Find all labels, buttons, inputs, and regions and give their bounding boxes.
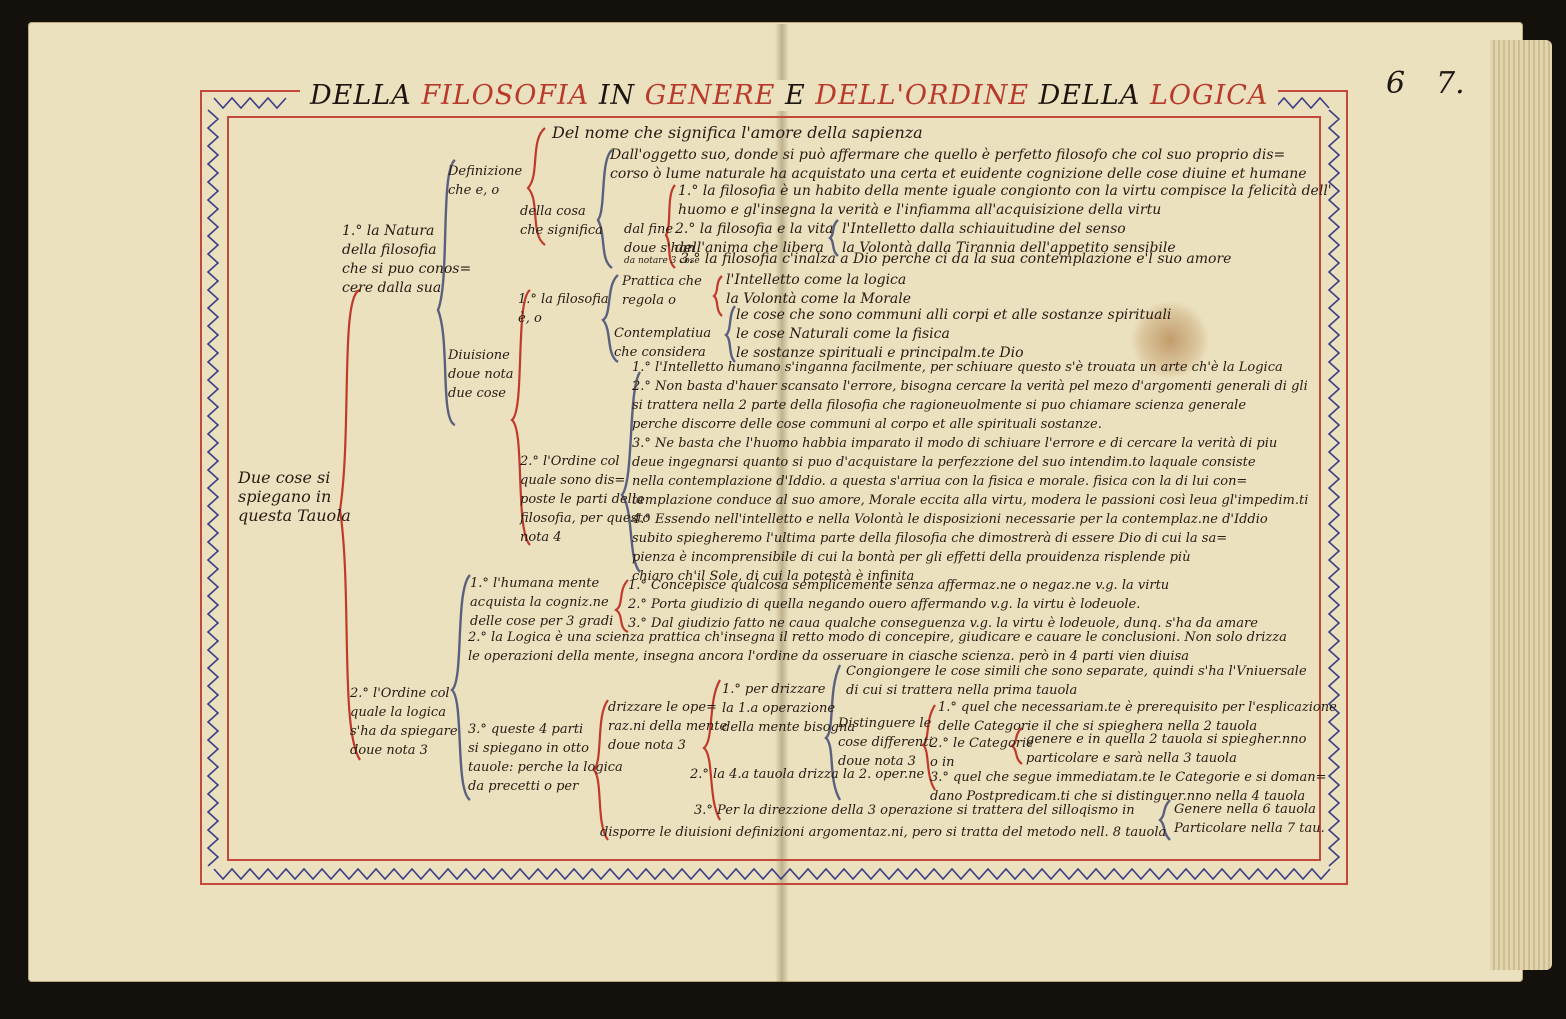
distinguere-brace [921, 704, 936, 791]
page-number-left: 6 [1386, 66, 1406, 101]
water-stain [1130, 300, 1210, 380]
pratica-label: Prattica che regola o [622, 274, 702, 308]
title-word: IN [598, 80, 645, 111]
fine-3: 3.° la filosofia c'inalza a Dio perche c… [680, 251, 1232, 267]
oggetto-text: Dall'oggetto suo, donde si può affermare… [610, 147, 1307, 182]
title-word: LOGICA [1149, 80, 1269, 111]
pratica-items: l'Intelletto come la logica la Volontà c… [726, 272, 911, 307]
divisione-label: Diuisione doue nota due cose [448, 348, 514, 401]
per-drizzare: 1.° per drizzare la 1.a operazione della… [722, 682, 856, 735]
branch1-label: 1.° la Natura della filosofia che si puo… [342, 223, 472, 296]
parti-label: 3.° queste 4 parti si spiegano in otto t… [468, 722, 623, 794]
per-drizzare-brace [824, 664, 842, 801]
distinguere-3: 3.° quel che segue immediatam.te le Cate… [930, 770, 1327, 804]
ordine-label: 2.° l'Ordine col quale sono dis= poste l… [520, 454, 651, 545]
gradi-brace [613, 579, 629, 634]
title-word: E [785, 80, 816, 111]
contemplativa-brace [724, 305, 737, 363]
logica-scienza: 2.° la Logica è una scienza prattica ch'… [468, 630, 1287, 664]
sillogismo-brace [1158, 799, 1171, 841]
root-brace [338, 288, 361, 761]
seconda-operazione: 2.° la 4.a tauola drizza la 2. oper.ne [690, 767, 925, 782]
pratica-brace [712, 275, 723, 317]
filosofia-label: 1.° la filosofia è, o [518, 292, 609, 326]
fine-1: 1.° la filosofia è un habito della mente… [678, 183, 1332, 218]
congiungere-text: Congiongere le cose simili che sono sepa… [846, 664, 1307, 698]
humana-label: 1.° l'humana mente acquista la cogniz.ne… [470, 576, 614, 629]
fine2-brace [828, 219, 839, 257]
contemplativa-items: le cose che sono communi alli corpi et a… [736, 307, 1172, 361]
branch2-brace [450, 574, 471, 801]
cosa-label: della cosa che significa [520, 204, 603, 238]
definizione-label: Definizione che e, o [448, 164, 523, 198]
branch2-label: 2.° l'Ordine col quale la logica s'ha da… [350, 686, 458, 758]
sillogismo-items: Genere nella 6 tauola Particolare nella … [1174, 802, 1325, 836]
distinguere-1: 1.° quel che necessariam.te è prerequisi… [938, 700, 1337, 734]
distinguere-label: Distinguere le cose differenti doue nota… [838, 716, 933, 769]
definition-brace [526, 127, 546, 246]
title-word: GENERE [644, 80, 785, 111]
fine-label: dal fine doue s'han [624, 222, 696, 256]
drizzare-label: drizzare le ope= raz.ni della mente doue… [608, 700, 728, 753]
nature-brace [436, 159, 456, 427]
categorie-brace [1010, 727, 1023, 765]
page-title: DELLA FILOSOFIA IN GENERE E DELL'ORDINE … [300, 80, 1279, 111]
parti-brace [592, 699, 609, 841]
fine-3-prefix: da notare 3 cose [624, 256, 700, 266]
ordine-notes: 1.° l'Intelletto humano s'inganna facilm… [632, 360, 1309, 584]
cosa-brace [596, 149, 613, 269]
page-number-right: 7. [1436, 66, 1465, 101]
root-label: Due cose si spiegano in questa Tauola [238, 468, 351, 525]
nome-line: Del nome che significa l'amore della sap… [552, 123, 923, 142]
disporre-text: disporre le diuisioni definizioni argome… [600, 825, 1167, 840]
fine-2-items: l'Intelletto dalla schiauitudine del sen… [842, 221, 1176, 256]
division-brace [510, 289, 531, 546]
drizzare-brace [702, 679, 721, 821]
book-gutter [775, 24, 789, 982]
page-edges [1490, 40, 1552, 970]
fine-2-label: 2.° la filosofia e la vita dell'anima ch… [675, 221, 834, 256]
contemplativa-label: Contemplatiua che considera [614, 326, 712, 360]
fine-brace [664, 184, 676, 269]
title-word: DELL'ORDINE [815, 80, 1039, 111]
terza-operazione: 3.° Per la direzzione della 3 operazione… [694, 803, 1135, 818]
ordine-brace [620, 371, 642, 573]
manuscript-page [28, 22, 1523, 982]
title-word: DELLA [310, 80, 422, 111]
decorative-frame-inner [227, 116, 1321, 861]
categorie-items: genere e in quella 2 tauola si spiegher.… [1026, 732, 1307, 766]
categorie-label: 2.° le Categorie o in [930, 736, 1034, 770]
gradi-list: 1.° Concepisce qualcosa semplicemente se… [628, 578, 1258, 631]
title-word: FILOSOFIA [421, 80, 599, 111]
title-word: DELLA [1038, 80, 1150, 111]
filosofia-brace [601, 274, 619, 364]
